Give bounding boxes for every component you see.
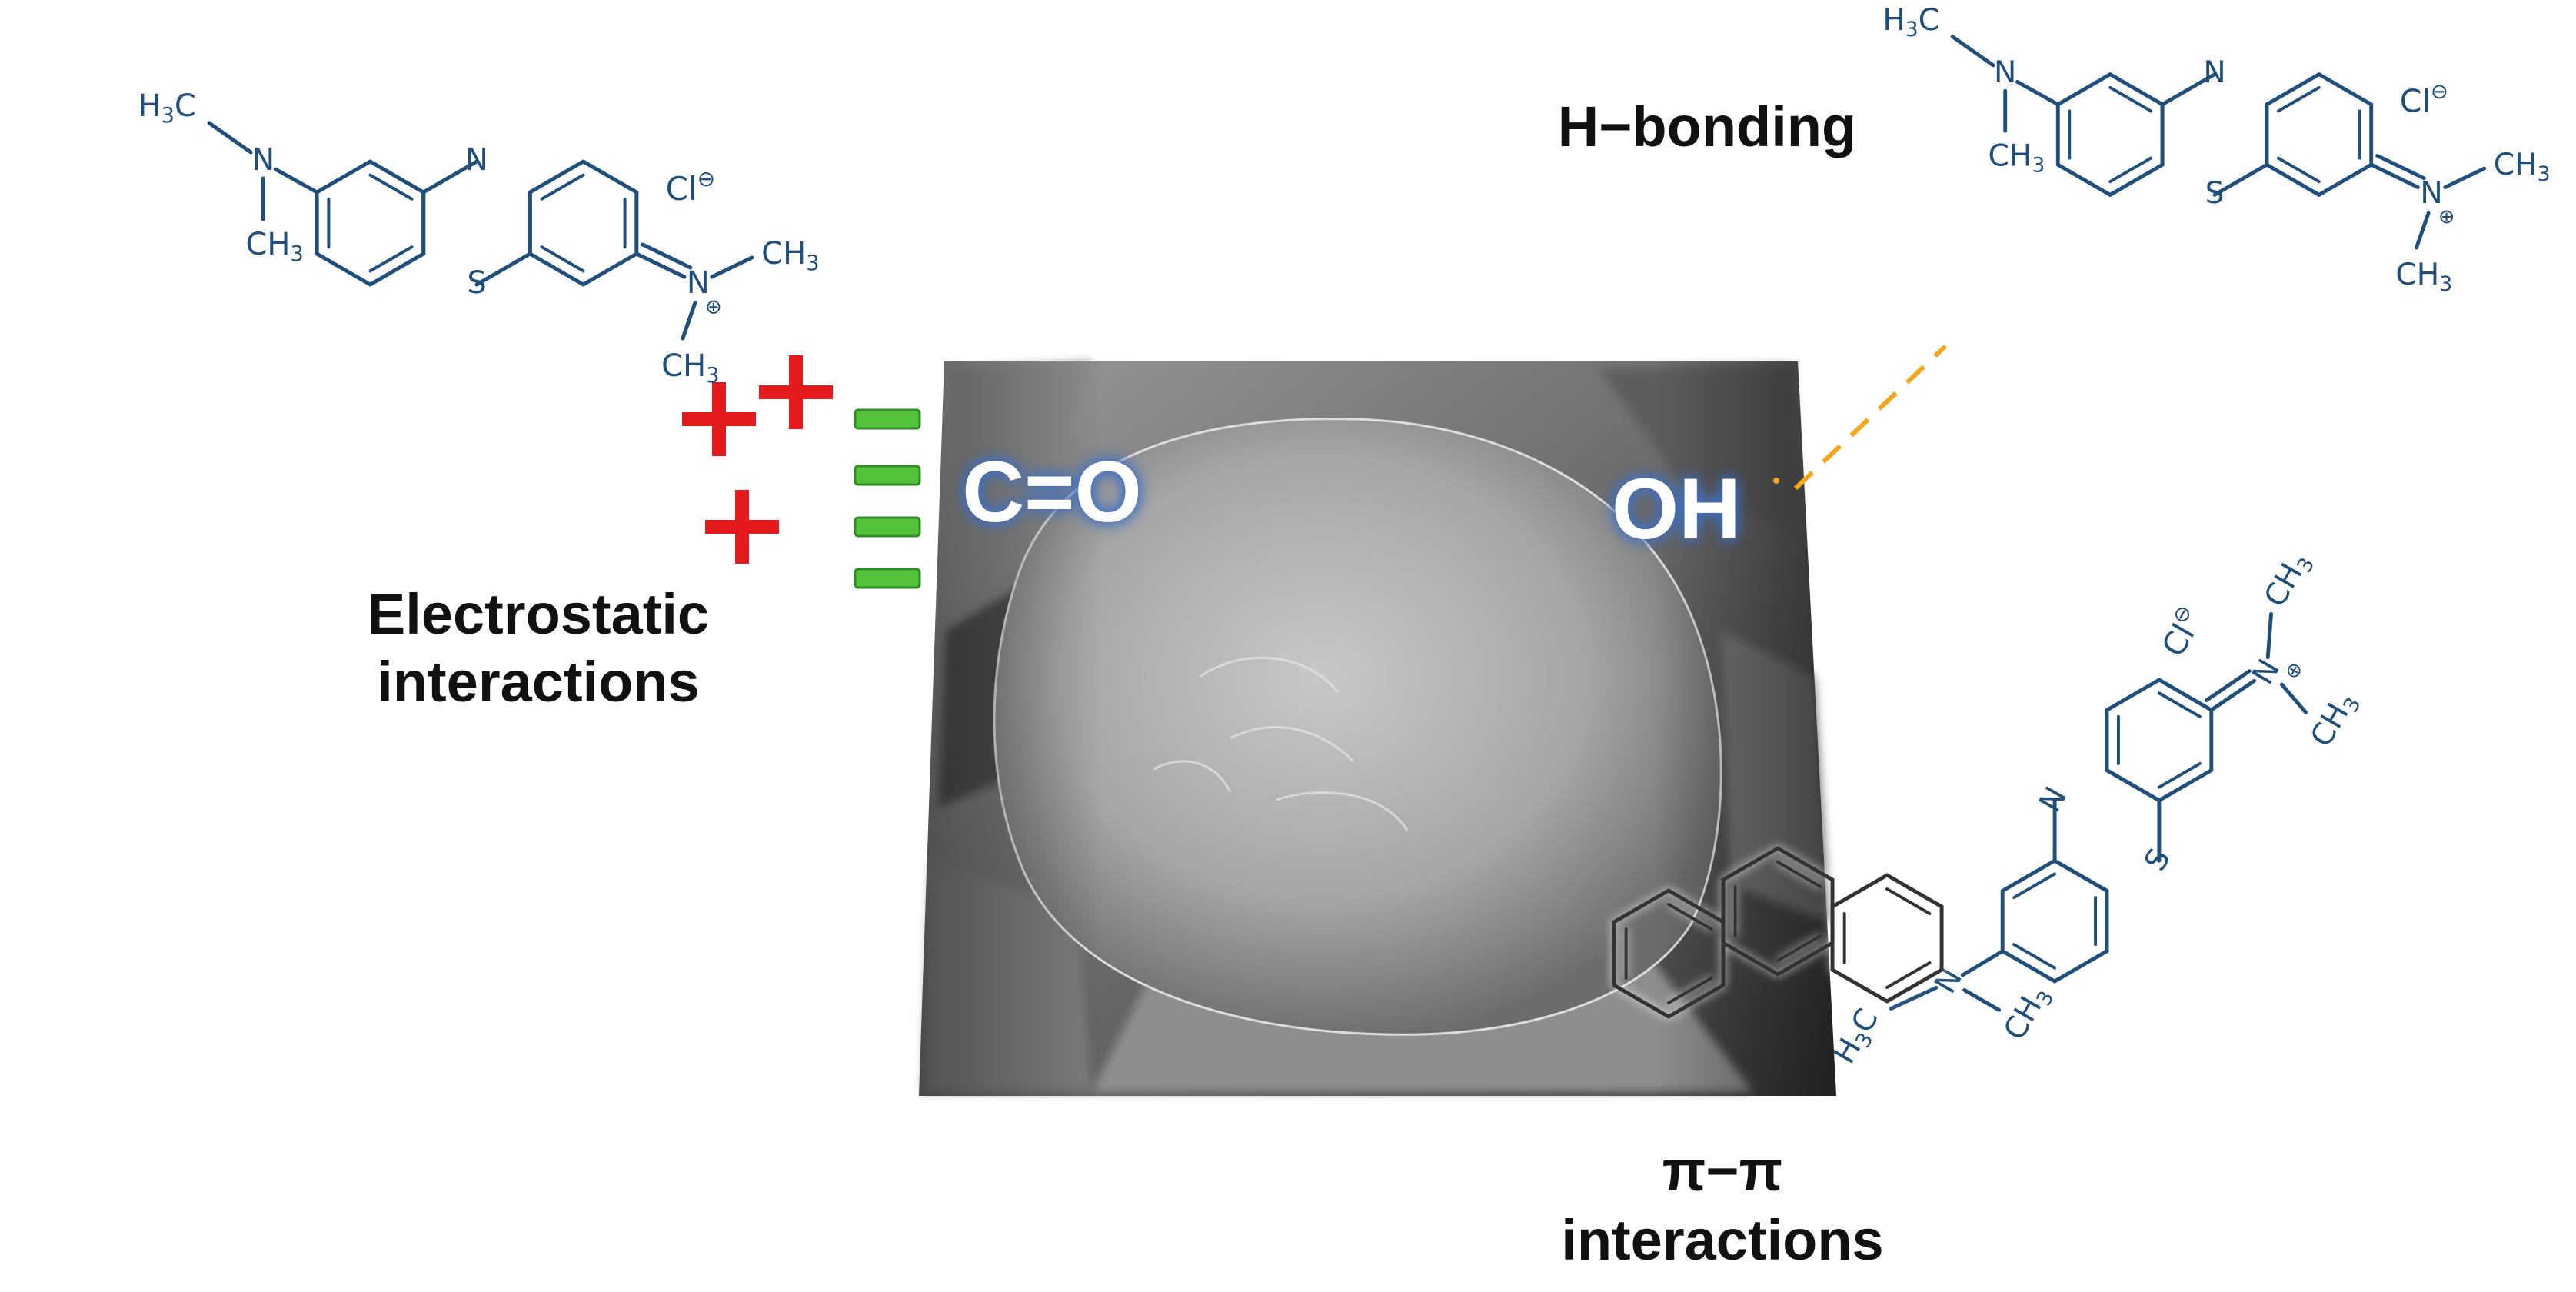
mb-molecule-pi-stacking-chloride: Cl⊖ <box>2152 601 2211 663</box>
mb-molecule-electrostatic-ring-nitrogen: N <box>465 142 488 178</box>
mb-molecule-hbond-positive-mark: ⊕ <box>2438 205 2455 228</box>
mb-molecule-hbond-ring-sulfur: S <box>2205 176 2225 211</box>
mb-molecule-electrostatic-methyl-4: CH3 <box>661 348 719 388</box>
graphite-ring-3 <box>1830 873 1944 1004</box>
mb-molecule-electrostatic-methyl-1: H3C <box>138 88 195 128</box>
hbonding-label: H−bonding <box>1557 95 1857 158</box>
mb-molecule-pi-stacking-amine-nitrogen: N <box>1928 963 1969 1000</box>
mb-molecule-hbond-ring-nitrogen: N <box>2203 55 2225 90</box>
positive-charge-1 <box>682 382 756 456</box>
mb-molecule-hbond-methyl-4: CH3 <box>2395 258 2452 296</box>
hbond-dashed-line <box>1793 344 1948 491</box>
pi-pi-label-line-2: interactions <box>1561 1208 1884 1272</box>
mb-molecule-hbond-amine-nitrogen: N <box>1994 55 2016 90</box>
carbonyl-group-label: C=O <box>962 444 1141 540</box>
sem-vignette <box>919 361 1836 1096</box>
negative-charge-4 <box>854 568 921 589</box>
methylene-blue-molecules: NSNH3CCH3N⊕CH3CH3Cl⊖NSNH3CCH3N⊕CH3CH3Cl⊖… <box>138 2 2550 1071</box>
graphite-ring-2 <box>1721 846 1835 977</box>
pi-pi-label: π−π interactions <box>1499 1137 1945 1275</box>
positive-charge-3 <box>705 490 779 564</box>
mb-molecule-pi-stacking-positive-mark: ⊕ <box>2280 658 2308 683</box>
mb-molecule-pi-stacking-methyl-2: CH3 <box>1997 980 2058 1048</box>
mb-molecule-hbond-methyl-3: CH3 <box>2494 148 2551 186</box>
electrostatic-label: Electrostatic interactions <box>292 581 784 716</box>
mb-molecule-pi-stacking-methyl-4: CH3 <box>2304 686 2365 754</box>
mb-molecule-electrostatic-amine-nitrogen: N <box>251 142 275 178</box>
mb-molecule-hbond-methyl-1: H3C <box>1882 2 1939 41</box>
electrostatic-charges <box>682 355 921 589</box>
hbond-dot <box>1773 478 1779 484</box>
electrostatic-label-line-1: Electrostatic <box>367 582 710 646</box>
sem-image <box>919 361 1836 1096</box>
mb-molecule-pi-stacking-ring-nitrogen: N <box>2033 781 2075 818</box>
graphitic-aromatic-rings <box>1612 846 1944 1019</box>
mb-molecule-electrostatic-ring-sulfur: S <box>467 265 486 301</box>
mb-molecule-electrostatic-methyl-2: CH3 <box>245 227 303 266</box>
mb-molecule-electrostatic-iminium-nitrogen: N <box>687 265 710 301</box>
mb-molecule-electrostatic-methyl-3: CH3 <box>761 236 819 275</box>
negative-charge-3 <box>854 516 921 538</box>
electrostatic-label-line-2: interactions <box>377 650 700 714</box>
mb-molecule-electrostatic-positive-mark: ⊕ <box>705 296 722 319</box>
pi-pi-label-line-1: π−π <box>1662 1139 1783 1203</box>
mb-molecule-electrostatic-chloride: Cl⊖ <box>666 166 715 208</box>
mb-molecule-pi-stacking-methyl-1: H3C <box>1827 1003 1889 1071</box>
mb-molecule-hbond-chloride: Cl⊖ <box>2400 80 2448 120</box>
negative-charge-2 <box>854 465 921 486</box>
mb-molecule-hbond-methyl-2: CH3 <box>1989 138 2045 177</box>
negative-charge-1 <box>854 408 921 430</box>
positive-charge-2 <box>759 355 833 429</box>
mb-molecule-pi-stacking-methyl-3: CH3 <box>2258 546 2319 614</box>
hydroxyl-group-label: OH <box>1612 461 1741 557</box>
mb-molecule-hbond-iminium-nitrogen: N <box>2420 176 2442 211</box>
